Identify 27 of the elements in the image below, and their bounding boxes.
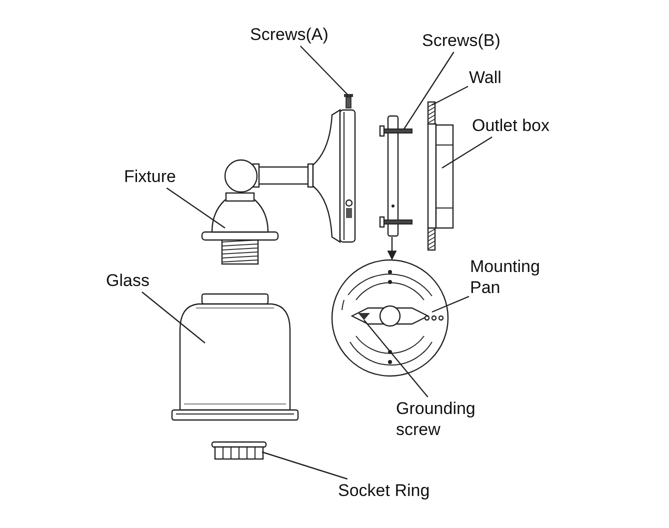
- outlet-box-drawing: [427, 123, 454, 229]
- grounding-screw-drawing: [358, 313, 370, 320]
- screw-drawing: [344, 94, 353, 108]
- leader-line: [300, 46, 348, 96]
- part-label: Fixture: [124, 166, 176, 187]
- leader-line: [364, 320, 428, 398]
- part-label: Mounting Pan: [470, 256, 560, 298]
- part-label: Outlet box: [472, 115, 550, 136]
- fixture-drawing: [201, 109, 356, 265]
- part-label: Wall: [469, 67, 502, 88]
- leader-line: [262, 451, 348, 480]
- socket-ring-drawing: [211, 441, 267, 460]
- leader-line: [432, 296, 470, 313]
- part-label: Glass: [106, 270, 150, 291]
- arrow: [387, 237, 397, 260]
- mounting-strap-drawing: [379, 115, 412, 237]
- part-label: Socket Ring: [338, 480, 430, 501]
- leader-line: [142, 292, 206, 344]
- leader-line: [432, 86, 468, 106]
- leader-line: [442, 136, 492, 169]
- glass-drawing: [171, 293, 299, 421]
- leader-line: [166, 188, 226, 228]
- part-label: Grounding screw: [396, 398, 496, 440]
- part-label: Screws(A): [250, 24, 328, 45]
- mounting-pan-drawing: [331, 259, 449, 377]
- part-label: Screws(B): [422, 30, 500, 51]
- leader-line: [404, 52, 454, 130]
